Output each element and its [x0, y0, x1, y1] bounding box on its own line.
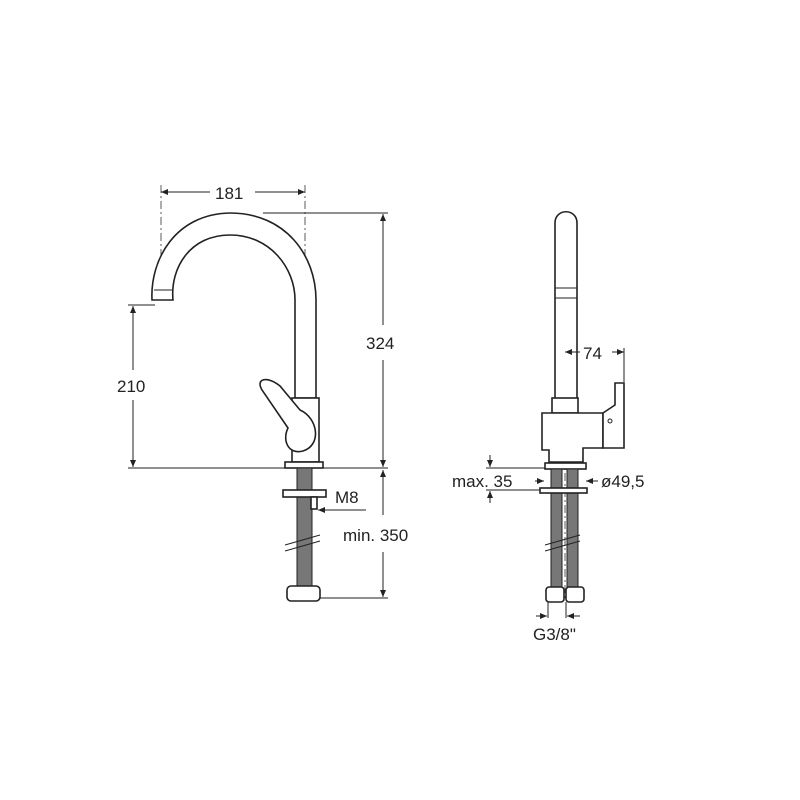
break-line [544, 534, 581, 546]
connection-dim-label: G3/8" [533, 625, 576, 644]
height-dim-label: 324 [366, 334, 394, 353]
connector-nut [286, 585, 321, 602]
connector-nut-right [565, 586, 585, 603]
thickness-dim-label: max. 35 [452, 472, 512, 491]
fixing-plate [282, 489, 327, 498]
base-ring [284, 461, 324, 469]
lever-handle [259, 378, 317, 453]
lever-dim-label: 74 [583, 344, 602, 363]
threaded-rod [310, 496, 318, 510]
side-base-ring [544, 462, 587, 470]
hose-dim-label: min. 350 [343, 526, 408, 545]
front-view: 181 324 210 M8 min. 350 [117, 184, 408, 602]
thread-dim-label: M8 [335, 488, 359, 507]
side-spout [554, 210, 578, 401]
side-body [541, 412, 604, 463]
break-line [284, 534, 321, 546]
hose [296, 467, 313, 587]
spout [151, 212, 317, 399]
break-line [284, 540, 321, 552]
break-line [544, 540, 581, 552]
spout-collar [551, 397, 579, 414]
reach-dim-label: 181 [215, 184, 243, 203]
side-view: 74 max. 35 ø49,5 G3/8" [452, 210, 644, 644]
hole-dim-label: ø49,5 [601, 472, 644, 491]
hose-left [550, 468, 563, 588]
side-fixing-plate [539, 487, 588, 494]
hose-right [566, 468, 579, 588]
lever-pin [607, 418, 613, 424]
spout-height-dim-label: 210 [117, 377, 145, 396]
connector-nut-left [545, 586, 565, 603]
side-lever [602, 382, 625, 449]
